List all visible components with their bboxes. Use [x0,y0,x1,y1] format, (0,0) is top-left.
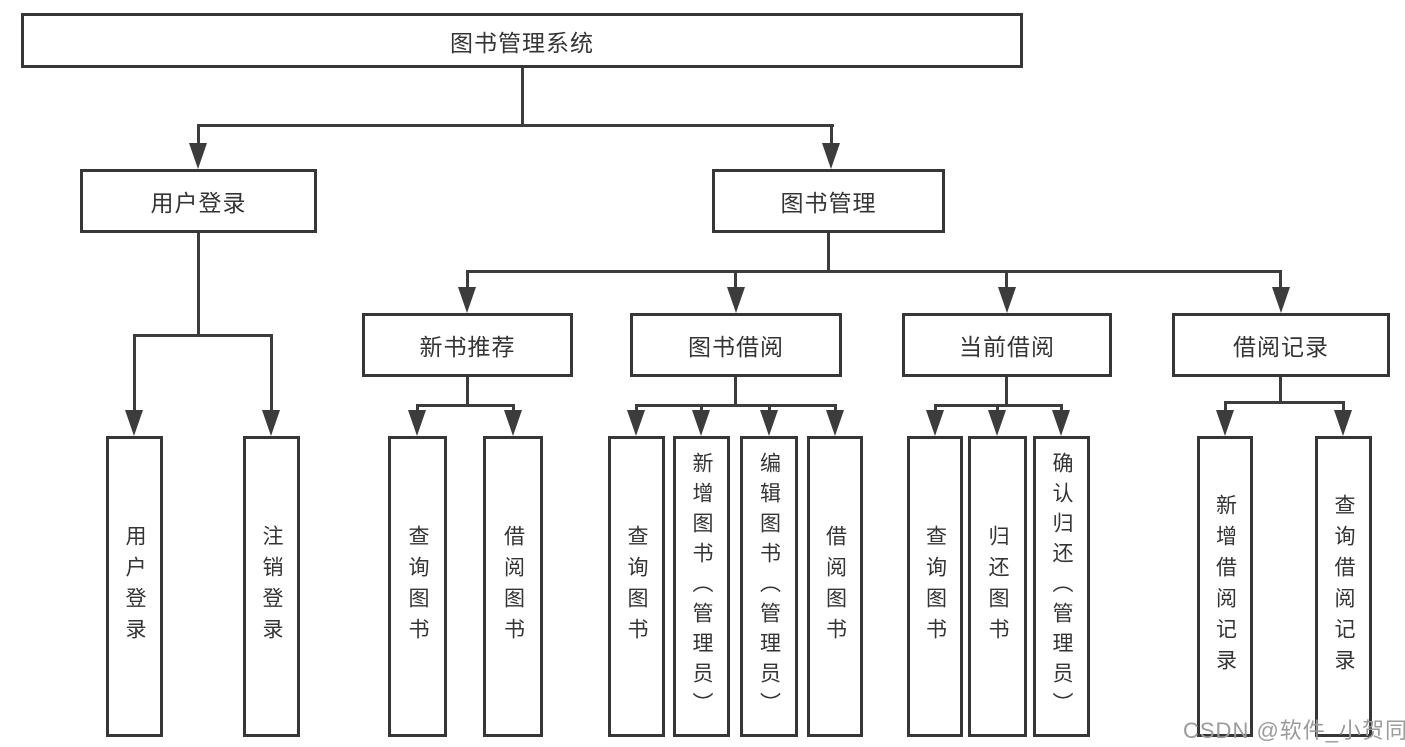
connector-line [416,404,515,407]
connector-line [521,68,524,124]
leaf-edit-books-admin: 编辑图书（管理员） [740,436,798,737]
arrow-down-icon [627,410,645,436]
arrow-down-icon [1216,410,1234,436]
connector-line [270,334,273,414]
connector-line [827,233,830,270]
node-borrow-records: 借阅记录 [1172,313,1390,377]
arrow-down-icon [408,410,426,436]
arrow-down-icon [826,410,844,436]
arrow-down-icon [1052,410,1070,436]
arrow-down-icon [822,143,840,169]
arrow-down-icon [988,410,1006,436]
connector-line [1224,401,1227,416]
connector-line [197,124,834,127]
connector-line [197,124,200,150]
arrow-down-icon [189,143,207,169]
connector-line [133,334,273,337]
leaf-confirm-return-admin: 确认归还（管理员） [1033,436,1090,737]
node-root: 图书管理系统 [21,13,1023,68]
arrow-down-icon [125,410,143,436]
node-book-management: 图书管理 [712,169,945,233]
arrow-down-icon [1272,287,1290,313]
arrow-down-icon [926,410,944,436]
leaf-add-books-admin: 新增图书（管理员） [673,436,730,737]
arrow-down-icon [760,410,778,436]
connector-line [197,233,200,334]
connector-line [466,377,469,404]
connector-line [1279,377,1282,401]
arrow-down-icon [692,410,710,436]
node-user-login: 用户登录 [80,169,317,233]
leaf-return-books: 归还图书 [968,436,1027,737]
connector-line [1005,270,1008,290]
arrow-down-icon [727,287,745,313]
connector-line [734,270,737,290]
leaf-query-books-3: 查询图书 [907,436,963,737]
arrow-down-icon [998,287,1016,313]
connector-line [830,124,833,150]
leaf-logout: 注销登录 [243,436,300,737]
arrow-down-icon [1334,410,1352,436]
node-book-borrow: 图书借阅 [630,313,842,377]
leaf-query-books-2: 查询图书 [608,436,665,737]
leaf-query-borrow-record: 查询借阅记录 [1315,436,1372,737]
connector-line [1005,377,1008,404]
leaf-user-login: 用户登录 [106,436,163,737]
connector-line [734,377,737,404]
node-current-borrow: 当前借阅 [902,313,1112,377]
connector-line [1224,401,1344,404]
arrow-down-icon [262,410,280,436]
arrow-down-icon [458,287,476,313]
leaf-query-books: 查询图书 [388,436,447,737]
connector-line [635,404,837,407]
node-new-book-recommend: 新书推荐 [362,313,573,377]
leaf-borrow-books-2: 借阅图书 [807,436,863,737]
connector-line [466,270,469,290]
leaf-borrow-books: 借阅图书 [483,436,543,737]
connector-line [133,334,136,414]
arrow-down-icon [504,410,522,436]
connector-line [466,270,1282,273]
leaf-add-borrow-record: 新增借阅记录 [1197,436,1253,737]
connector-line [1279,270,1282,290]
connector-line [1342,401,1345,416]
